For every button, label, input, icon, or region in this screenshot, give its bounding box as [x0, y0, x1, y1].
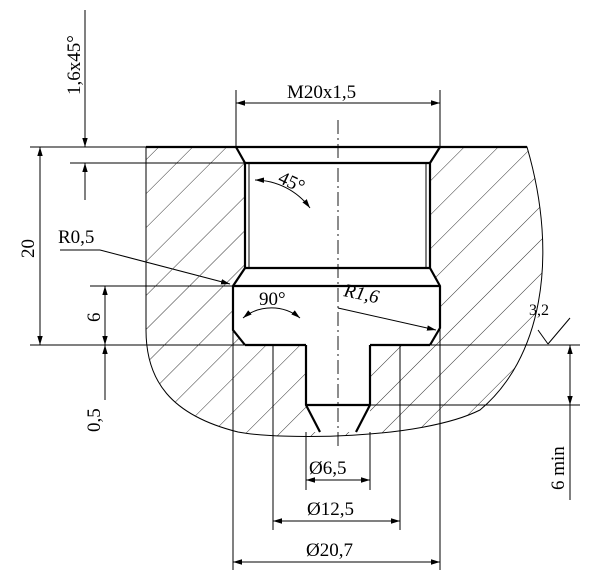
depth-20-label: 20: [18, 239, 39, 258]
dimension-lines: [37, 10, 573, 565]
chamfer-label: 1,6x45°: [64, 35, 85, 95]
roughness-label: 3,2: [529, 302, 549, 319]
dia-207-label: Ø20,7: [306, 540, 353, 561]
dia-125-label: Ø12,5: [307, 499, 354, 520]
depth-6-label: 6: [84, 313, 105, 323]
extension-lines: [30, 90, 580, 570]
fillet-r05-label: R0,5: [58, 227, 94, 248]
dia-65-label: Ø6,5: [309, 458, 346, 479]
thread-label: M20x1,5: [287, 82, 356, 103]
min-6-label: 6 min: [548, 446, 569, 490]
angle-90-label: 90°: [259, 289, 286, 310]
gap-05-label: 0,5: [84, 408, 105, 432]
